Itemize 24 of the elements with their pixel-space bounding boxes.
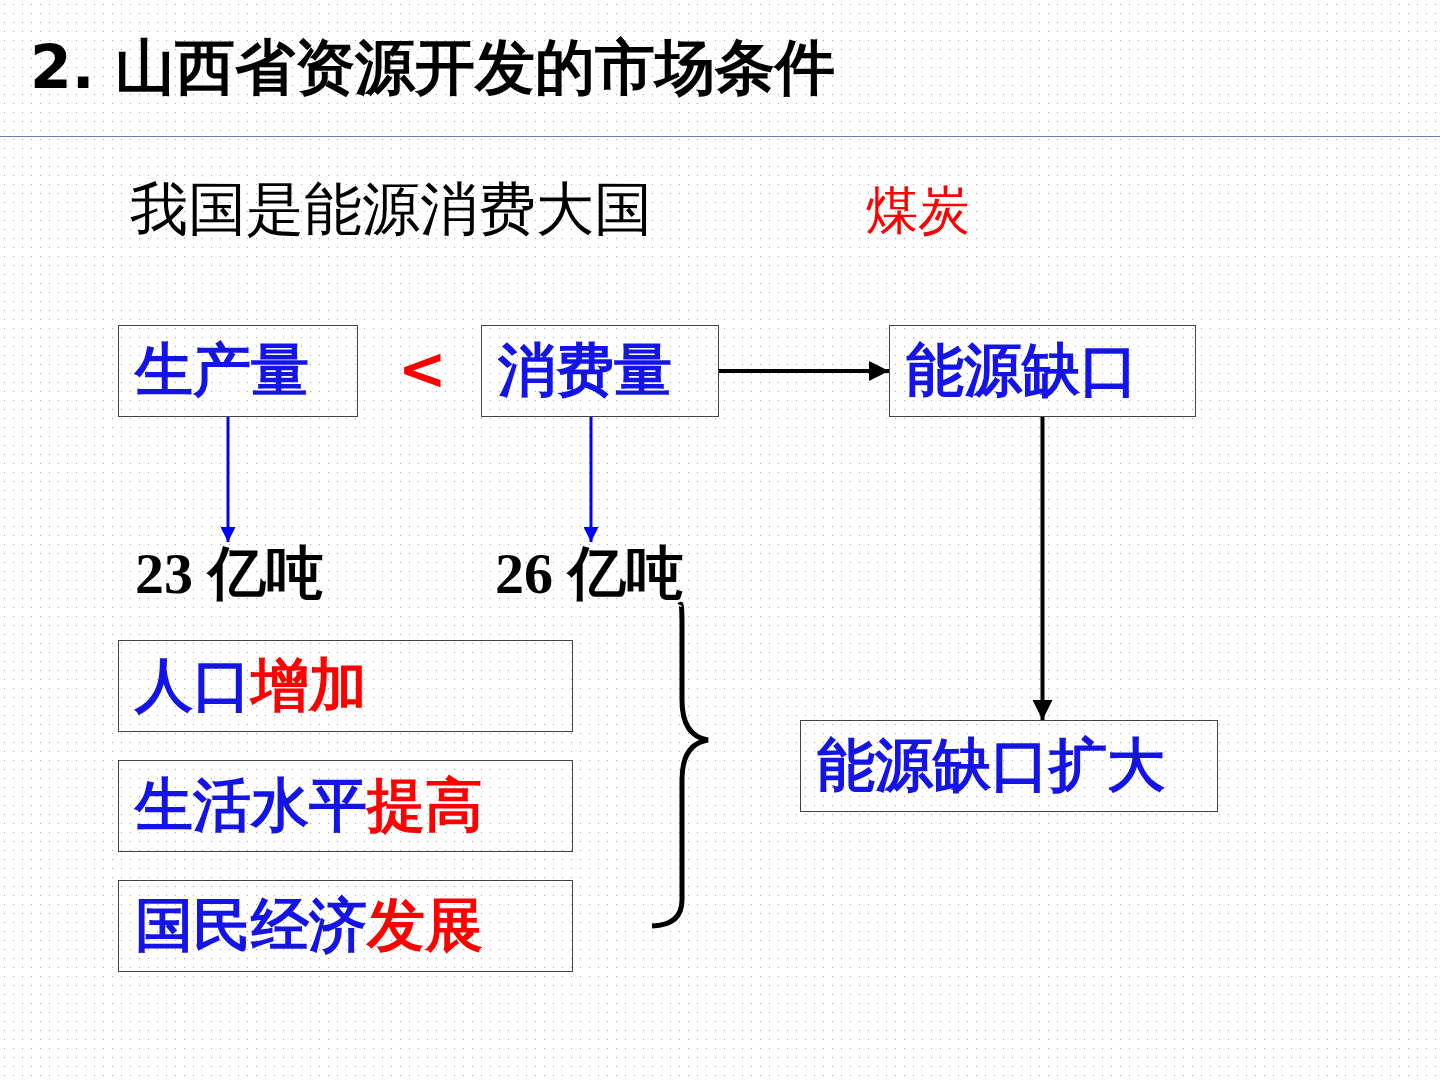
box-label: 生活水平提高 [135, 774, 483, 838]
arrow [220, 417, 236, 542]
text-box [800, 720, 1218, 812]
text-box [118, 760, 573, 852]
slide-title: 2. 山西省资源开发的市场条件 [30, 31, 836, 104]
arrow [583, 417, 599, 542]
box-label: 消费量 [498, 339, 672, 403]
box-label: 生产量 [135, 339, 309, 403]
text-box [118, 325, 358, 417]
text-box [481, 325, 719, 417]
box-label: 人口增加 [135, 654, 367, 718]
text-box [889, 325, 1196, 417]
quantity-text: 26 亿吨 [495, 542, 684, 606]
less-than-sign: < [398, 338, 447, 402]
text-box [118, 640, 573, 732]
highlight-text: 煤炭 [866, 182, 970, 240]
arrow [1032, 417, 1053, 720]
box-label: 国民经济发展 [135, 894, 483, 958]
quantity-text: 23 亿吨 [135, 542, 324, 606]
statement-text: 我国是能源消费大国 [130, 178, 652, 242]
text-box [118, 880, 573, 972]
box-label: 能源缺口扩大 [817, 734, 1165, 798]
box-label: 能源缺口 [906, 339, 1138, 403]
arrow [719, 361, 889, 381]
